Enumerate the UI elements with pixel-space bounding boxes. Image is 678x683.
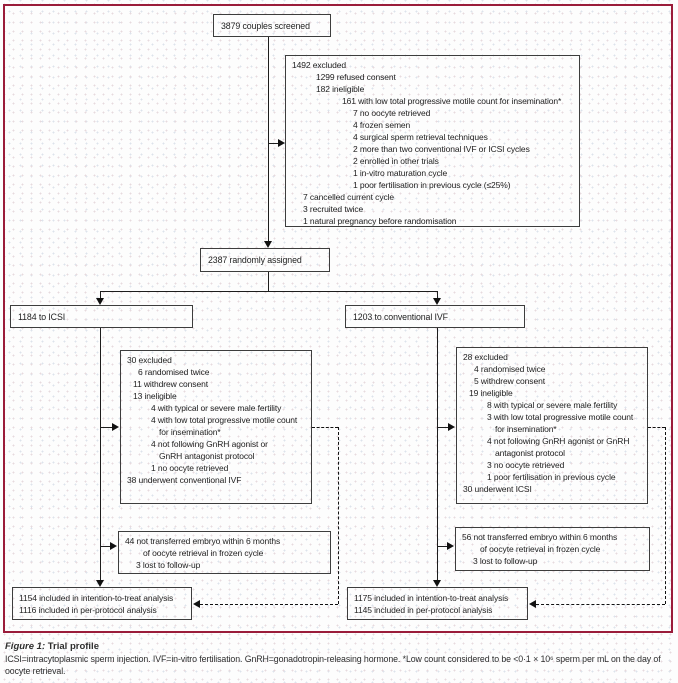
flow-line: 7 no oocyte retrieved xyxy=(353,108,431,118)
caption-note: ICSI=intracytoplasmic sperm injection. I… xyxy=(5,654,661,676)
flow-line: 11 withdrew consent xyxy=(133,379,208,389)
flow-line: 182 ineligible xyxy=(316,84,365,94)
flow-line: 38 underwent conventional IVF xyxy=(127,475,242,485)
connector-to-icsi-excluded xyxy=(101,427,112,428)
figure-border xyxy=(3,4,673,633)
caption-heading: Figure 1: Trial profile xyxy=(5,641,673,652)
connector-split-left xyxy=(100,291,101,298)
flow-line: 1 poor fertilisation in previous cycle xyxy=(487,472,616,482)
box-icsi-no-transfer: 44 not transferred embryo within 6 month… xyxy=(118,531,331,574)
flow-line: 3 recruited twice xyxy=(303,204,364,214)
connector-split-bar xyxy=(100,291,437,292)
box-icsi-arm: 1184 to ICSI xyxy=(10,305,193,328)
flow-line: 44 not transferred embryo within 6 month… xyxy=(125,536,281,546)
flow-line: 1 poor fertilisation in previous cycle (… xyxy=(353,180,511,190)
arrowhead-into-icsi-analysis xyxy=(96,580,104,587)
flow-line: 2 enrolled in other trials xyxy=(353,156,439,166)
flow-line: 3 lost to follow-up xyxy=(473,556,538,566)
flow-line: 4 not following GnRH agonist or xyxy=(151,439,268,449)
connector-to-ivf-excluded xyxy=(438,427,448,428)
flow-line: 30 excluded xyxy=(127,355,172,365)
flow-line: 5 withdrew consent xyxy=(474,376,545,386)
box-screening-excluded: 1492 excluded 1299 refused consent 182 ine… xyxy=(285,55,580,227)
arrowhead-into-icsi-arm xyxy=(96,298,104,305)
connector-to-icsi-no-transfer xyxy=(101,546,110,547)
flow-line: 13 ineligible xyxy=(133,391,177,401)
flow-line: for insemination* xyxy=(159,427,221,437)
flow-line: 28 excluded xyxy=(463,352,508,362)
caption-label: Figure 1: xyxy=(5,641,46,652)
dashed-icsi-down xyxy=(338,427,339,604)
flow-line: of oocyte retrieval in frozen cycle xyxy=(480,544,601,554)
flow-line: 1 no oocyte retrieved xyxy=(151,463,229,473)
flow-line: 8 with typical or severe male fertility xyxy=(487,400,618,410)
connector-to-screening-excluded xyxy=(269,143,278,144)
flow-line: 3 no oocyte retrieved xyxy=(487,460,565,470)
arrowhead-into-ivf-no-transfer xyxy=(447,542,454,550)
flow-line: for insemination* xyxy=(495,424,557,434)
flow-line: 4 with typical or severe male fertility xyxy=(151,403,282,413)
flow-line: 4 with low total progressive motile coun… xyxy=(151,415,298,425)
flow-line: 1116 included in per-protocol analysis xyxy=(19,605,157,615)
box-ivf-analysis: 1175 included in intention-to-treat anal… xyxy=(347,587,528,620)
flow-line: 1 natural pregnancy before randomisation xyxy=(303,216,457,226)
flow-line: 1145 included in per-protocol analysis xyxy=(354,605,493,615)
figure-caption: Figure 1: Trial profile ICSI=intracytopl… xyxy=(5,641,673,677)
flow-line: 4 surgical sperm retrieval techniques xyxy=(353,132,488,142)
dashed-into-ivf-analysis xyxy=(536,604,665,605)
flow-line: 161 with low total progressive motile co… xyxy=(342,96,562,106)
box-ivf-arm: 1203 to conventional IVF xyxy=(345,305,525,328)
box-ivf-no-transfer: 56 not transferred embryo within 6 month… xyxy=(455,527,650,571)
flow-line: 1 in-vitro maturation cycle xyxy=(353,168,448,178)
box-ivf-excluded: 28 excluded 4 randomised twice 5 withdrew … xyxy=(456,347,648,504)
flow-line: GnRH antagonist protocol xyxy=(159,451,255,461)
flow-line: 30 underwent ICSI xyxy=(463,484,532,494)
flow-line: 19 ineligible xyxy=(469,388,513,398)
flow-line: 1154 included in intention-to-treat anal… xyxy=(19,593,174,603)
flow-line: 4 randomised twice xyxy=(474,364,546,374)
flow-line: antagonist protocol xyxy=(495,448,565,458)
flow-line: 1299 refused consent xyxy=(316,72,396,82)
arrowhead-dashed-ivf-analysis xyxy=(529,600,536,608)
flow-line: 4 frozen semen xyxy=(353,120,411,130)
flow-line: 56 not transferred embryo within 6 month… xyxy=(462,532,618,542)
flow-line: 1175 included in intention-to-treat anal… xyxy=(354,593,509,603)
arrowhead-into-screening-excluded xyxy=(278,139,285,147)
dashed-into-icsi-analysis xyxy=(200,604,338,605)
connector-to-ivf-no-transfer xyxy=(438,546,447,547)
dashed-icsi-excluded-out xyxy=(312,427,338,428)
box-couples-screened: 3879 couples screened xyxy=(213,14,331,37)
caption-title: Trial profile xyxy=(47,641,99,652)
arrowhead-into-icsi-excluded xyxy=(112,423,119,431)
dashed-ivf-down xyxy=(665,427,666,604)
flow-line: 7 cancelled current cycle xyxy=(303,192,395,202)
box-icsi-excluded: 30 excluded 6 randomised twice 11 withdrew… xyxy=(120,350,312,504)
dashed-ivf-excluded-out xyxy=(648,427,665,428)
connector-screened-to-randomised xyxy=(268,37,269,241)
flow-line: 3 with low total progressive motile coun… xyxy=(487,412,634,422)
arrowhead-into-ivf-excluded xyxy=(448,423,455,431)
flow-line: 1492 excluded xyxy=(292,60,346,70)
arrowhead-into-ivf-arm xyxy=(433,298,441,305)
connector-icsi-trunk xyxy=(100,328,101,580)
connector-split-right xyxy=(437,291,438,298)
flow-line: 2 more than two conventional IVF or ICSI… xyxy=(353,144,530,154)
arrowhead-into-randomised xyxy=(264,241,272,248)
flow-line: 6 randomised twice xyxy=(138,367,210,377)
box-icsi-analysis: 1154 included in intention-to-treat anal… xyxy=(12,587,192,620)
arrowhead-into-ivf-analysis xyxy=(433,580,441,587)
flow-line: 4 not following GnRH agonist or GnRH xyxy=(487,436,630,446)
arrowhead-into-icsi-no-transfer xyxy=(110,542,117,550)
flow-line: 3 lost to follow-up xyxy=(136,560,201,570)
flow-line: of oocyte retrieval in frozen cycle xyxy=(143,548,264,558)
connector-randomised-stem xyxy=(268,272,269,291)
box-randomly-assigned: 2387 randomly assigned xyxy=(200,248,330,272)
connector-ivf-trunk xyxy=(437,328,438,580)
arrowhead-dashed-icsi-analysis xyxy=(193,600,200,608)
